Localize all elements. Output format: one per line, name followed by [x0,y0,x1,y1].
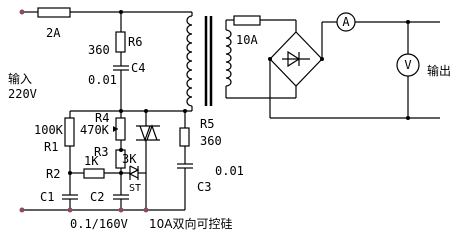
label-c4-value: 0.01 [88,73,117,87]
label-st: ST [129,183,141,194]
input-terminal-bottom [19,207,25,213]
label-c2: C2 [90,190,104,204]
label-1k: 1K [84,154,99,168]
svg-text:V: V [404,58,411,72]
resistor-1k [83,168,105,179]
diac-st [128,165,146,180]
label-input-line1: 输入 [8,71,32,86]
label-c1: C1 [40,190,54,204]
capacitor-c2 [113,173,129,210]
input-terminal-top [19,9,25,15]
label-r1-value: 100K [34,123,64,137]
label-c3-value: 0.01 [215,164,244,178]
input-fuse [37,7,71,18]
label-fuse-in: 2A [46,26,61,40]
triac [136,111,160,210]
r5-c3-branch [177,111,193,210]
label-r4-value: 470K [80,123,110,137]
label-r6: R6 [128,35,142,49]
label-output: 输出 [427,63,451,78]
capacitor-c1 [62,173,78,210]
voltmeter: V [396,53,420,77]
label-r1: R1 [44,140,58,154]
label-cap-spec: 0.1/160V [70,217,128,231]
r6-c4-branch [113,12,129,111]
label-r5-value: 360 [200,134,222,148]
label-3k: 3K [122,152,137,166]
ammeter: A [336,12,356,32]
potentiometer-r4 [113,111,126,150]
resistor-r6 [115,31,126,53]
label-r5: R5 [200,117,214,131]
transformer-primary [186,12,193,111]
label-triac: 10A双向可控硅 [149,216,232,231]
r1-branch [64,111,75,173]
svg-text:A: A [342,15,350,29]
resistor-r5 [179,127,190,147]
label-r3: R3 [94,145,108,159]
label-input-line2: 220V [8,87,37,101]
bridge-rectifier [269,31,323,87]
transformer-secondary [225,20,232,98]
label-c4: C4 [131,61,145,75]
transformer-core [204,16,213,106]
label-r2: R2 [46,167,60,181]
label-r6-value: 360 [88,43,110,57]
output-fuse [233,15,261,26]
label-r4: R4 [95,111,109,125]
label-fuse-out: 10A [236,33,258,47]
label-c3: C3 [197,180,211,194]
resistor-r1 [64,117,75,147]
